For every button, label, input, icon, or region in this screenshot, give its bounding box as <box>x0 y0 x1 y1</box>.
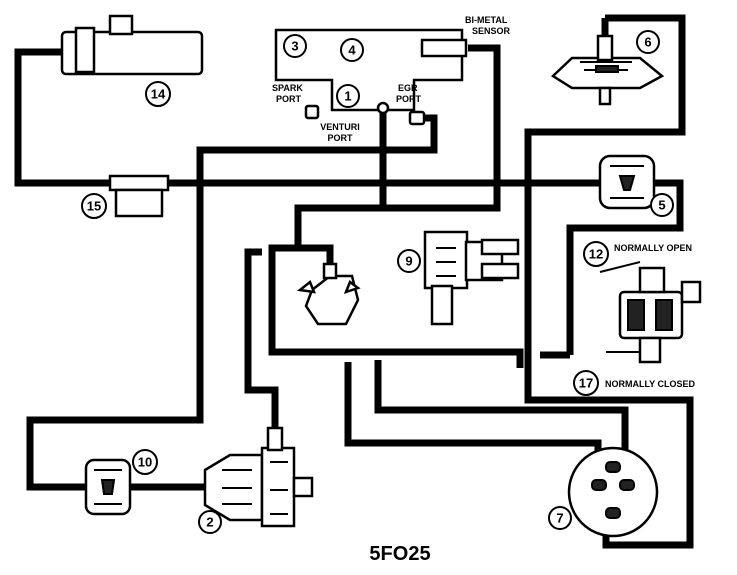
svg-text:15: 15 <box>87 199 101 214</box>
label-venturi-line1: VENTURI <box>320 122 360 132</box>
hose-6-loop <box>524 14 686 365</box>
svg-text:3: 3 <box>291 39 298 54</box>
label-bimetal-line1: BI-METAL <box>465 15 508 25</box>
svg-text:17: 17 <box>579 376 593 391</box>
svg-text:9: 9 <box>405 254 412 269</box>
svg-text:12: 12 <box>589 247 603 262</box>
callout-15: 15 <box>81 193 107 219</box>
hose-carb-loop <box>268 244 524 368</box>
svg-text:6: 6 <box>644 35 651 50</box>
callout-10: 10 <box>132 449 158 475</box>
label-normally-closed: NORMALLY CLOSED <box>605 379 696 389</box>
component-15-tee <box>108 174 170 218</box>
port-labels: BI-METAL SENSOR SPARK PORT EGR PORT VENT… <box>272 15 696 389</box>
callouts: 1 3 4 6 14 15 5 9 <box>81 30 674 534</box>
label-venturi-line2: PORT <box>327 133 353 143</box>
bimetal-sensor-body <box>420 38 468 58</box>
hose-lower-loop <box>344 362 602 500</box>
svg-text:1: 1 <box>344 89 351 104</box>
svg-text:14: 14 <box>151 87 166 102</box>
callout-3: 3 <box>283 34 307 58</box>
callout-6: 6 <box>636 30 660 54</box>
callout-5: 5 <box>650 193 674 217</box>
component-12-17-regulator <box>599 261 702 364</box>
hose-to-valve-2 <box>244 248 279 440</box>
label-egr-line1: EGR <box>398 83 418 93</box>
svg-text:10: 10 <box>138 455 152 470</box>
svg-text:2: 2 <box>206 515 213 530</box>
callout-1: 1 <box>336 84 360 108</box>
callout-17: 17 <box>573 370 599 396</box>
component-6-actuator <box>550 34 665 106</box>
hose-5-to-12 <box>566 179 684 355</box>
label-normally-open: NORMALLY OPEN <box>614 243 692 253</box>
hose-right-to-7 <box>524 365 694 549</box>
callout-14: 14 <box>145 81 171 107</box>
hose-bimetal <box>294 44 501 268</box>
figure-code: 5FO25 <box>369 543 430 565</box>
svg-text:4: 4 <box>348 43 356 58</box>
spark-port <box>304 104 320 120</box>
egr-port <box>408 110 426 126</box>
venturi-port <box>376 101 390 115</box>
svg-text:7: 7 <box>556 511 563 526</box>
callout-9: 9 <box>397 249 421 273</box>
component-7-connector <box>567 446 659 538</box>
component-9-solenoid <box>423 230 520 326</box>
egr-valve-hex <box>296 262 361 326</box>
component-14 <box>60 14 204 76</box>
component-10-valve <box>84 458 132 516</box>
component-5-valve <box>598 154 656 210</box>
label-spark-line2: PORT <box>276 94 302 104</box>
label-spark-line1: SPARK <box>272 83 303 93</box>
svg-text:5: 5 <box>658 198 665 213</box>
component-2-vacuum-unit <box>203 426 314 528</box>
callout-4: 4 <box>340 38 364 62</box>
callout-7: 7 <box>548 506 572 530</box>
label-egr-line2: PORT <box>396 94 422 104</box>
hose-14-to-15 <box>14 48 110 187</box>
hose-egr-loop <box>26 114 438 491</box>
callout-2: 2 <box>198 510 222 534</box>
callout-12: 12 <box>583 241 609 267</box>
label-bimetal-line2: SENSOR <box>472 26 511 36</box>
carburetor-body <box>274 28 468 126</box>
